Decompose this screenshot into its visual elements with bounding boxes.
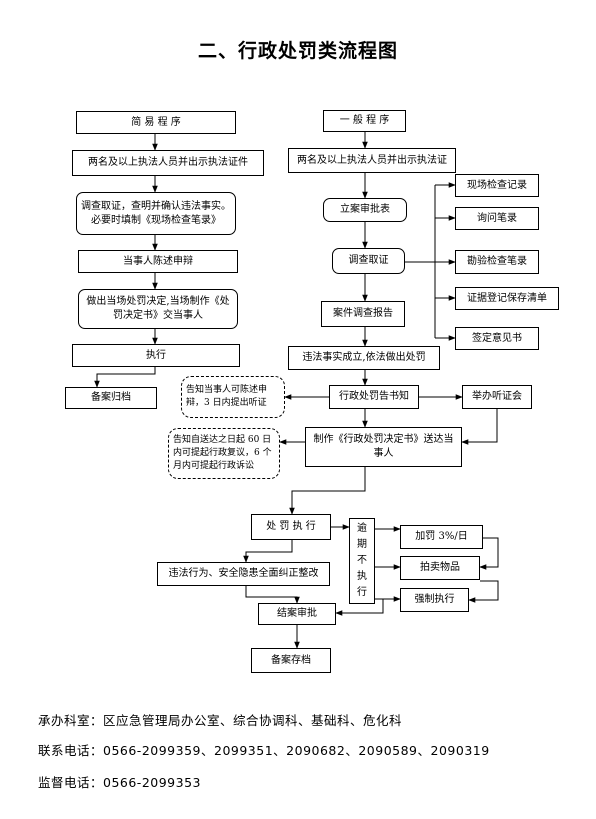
general-step-penalty-decision: 违法事实成立,依法做出处罚 xyxy=(288,346,440,370)
general-step-present-credentials: 两名及以上执法人员并出示执法证 xyxy=(288,148,456,173)
general-step-execute-penalty: 处 罚 执 行 xyxy=(251,514,331,540)
evidence-site-record: 现场检查记录 xyxy=(455,174,539,197)
simple-step-investigate: 调查取证，查明并确认违法事实。必要时填制《现场检查笔录》 xyxy=(76,192,236,235)
overdue-extra-fine: 加罚 3%/日 xyxy=(400,525,483,549)
footer-supervision-phone: 监督电话：0566-2099353 xyxy=(38,775,201,790)
footer-office: 承办科室：区应急管理局办公室、综合协调科、基础科、危化科 xyxy=(38,713,403,728)
general-archive-label: 备案存档 xyxy=(271,654,311,666)
general-report-label: 案件调查报告 xyxy=(333,308,393,319)
overdue-auction-label: 拍卖物品 xyxy=(420,562,460,573)
simple-step2-label: 调查取证，查明并确认违法事实。必要时填制《现场检查笔录》 xyxy=(81,200,231,226)
simple-step5-label: 执行 xyxy=(146,349,166,361)
general-step-investigation-report: 案件调查报告 xyxy=(321,301,405,327)
general-step-rectify: 违法行为、安全隐患全面纠正整改 xyxy=(157,562,330,586)
evidence-record-label: 现场检查记录 xyxy=(467,179,527,191)
general-step-filing-approval: 立案审批表 xyxy=(323,198,407,222)
general-exec-label: 处 罚 执 行 xyxy=(266,521,316,532)
general-step-penalty-notice: 行政处罚告书知 xyxy=(329,385,419,409)
simple-step-archive: 备案归档 xyxy=(65,387,157,409)
overdue-fine-label: 加罚 3%/日 xyxy=(415,531,468,542)
general-overdue-label: 逾期不执行 xyxy=(357,523,367,598)
simple-step6-label: 备案归档 xyxy=(91,392,131,403)
simple-step1-label: 两名及以上执法人员并出示执法证件 xyxy=(88,157,248,168)
simple-step-on-site-decision: 做出当场处罚决定,当场制作《处罚决定书》交当事人 xyxy=(78,289,238,329)
evidence-opinion-label: 签定意见书 xyxy=(472,332,522,344)
note-hearing-label: 告知当事人可陈述申辩，3 日内提出听证 xyxy=(186,385,268,408)
note-hearing-rights: 告知当事人可陈述申辩，3 日内提出听证 xyxy=(181,376,285,418)
general-step-hearing: 举办听证会 xyxy=(462,385,532,409)
evidence-inspection-label: 勘验检查笔录 xyxy=(467,256,527,267)
note-appeal-label: 告知自送达之日起 60 日内可提起行政复议，6 个月内可提起行政诉讼 xyxy=(173,435,272,471)
page-title: 二、行政处罚类流程图 xyxy=(197,40,398,62)
overdue-enforcement: 强制执行 xyxy=(400,588,469,612)
note-appeal-rights: 告知自送达之日起 60 日内可提起行政复议，6 个月内可提起行政诉讼 xyxy=(168,428,280,479)
evidence-preserve-label: 证据登记保存清单 xyxy=(467,292,547,304)
evidence-inquiry-label: 询问笔录 xyxy=(477,212,517,224)
evidence-appraisal-opinion: 签定意见书 xyxy=(455,327,539,350)
footer-contact-phone: 联系电话：0566-2099359、2099351、2090682、209058… xyxy=(38,743,490,758)
simple-procedure-header: 简 易 程 序 xyxy=(76,111,236,134)
general-step1-label: 两名及以上执法人员并出示执法证 xyxy=(297,154,447,166)
general-hearing-label: 举办听证会 xyxy=(472,391,522,402)
simple-step4-label: 做出当场处罚决定,当场制作《处罚决定书》交当事人 xyxy=(86,296,230,321)
evidence-inspection-record: 勘验检查笔录 xyxy=(455,250,539,274)
general-step-close-approval: 结案审批 xyxy=(258,603,336,625)
overdue-auction-goods: 拍卖物品 xyxy=(400,556,480,580)
general-step-investigate: 调查取证 xyxy=(332,248,405,274)
general-decide-label: 违法事实成立,依法做出处罚 xyxy=(302,352,426,363)
general-rectify-label: 违法行为、安全隐患全面纠正整改 xyxy=(168,568,319,579)
general-investigate-label: 调查取证 xyxy=(348,255,389,266)
general-step-overdue: 逾期不执行 xyxy=(349,518,375,604)
general-step-make-decision-document: 制作《行政处罚决定书》送达当事人 xyxy=(305,427,462,467)
simple-step-statement: 当事人陈述申辩 xyxy=(78,250,238,273)
overdue-enforce-label: 强制执行 xyxy=(414,594,455,605)
general-approve-label: 立案审批表 xyxy=(340,204,390,215)
simple-step-present-credentials: 两名及以上执法人员并出示执法证件 xyxy=(72,150,264,176)
general-step-archive: 备案存档 xyxy=(251,648,331,673)
evidence-inquiry-record: 询问笔录 xyxy=(455,207,539,230)
general-procedure-header: 一 般 程 序 xyxy=(323,110,406,132)
general-notify-label: 行政处罚告书知 xyxy=(339,391,409,402)
general-make-decision-label: 制作《行政处罚决定书》送达当事人 xyxy=(313,434,454,459)
simple-step3-label: 当事人陈述申辩 xyxy=(123,255,193,267)
general-close-label: 结案审批 xyxy=(277,608,317,619)
general-header-label: 一 般 程 序 xyxy=(339,115,390,126)
simple-header-label: 简 易 程 序 xyxy=(131,116,181,128)
evidence-preservation-list: 证据登记保存清单 xyxy=(455,287,559,310)
simple-step-execute: 执行 xyxy=(72,344,240,367)
